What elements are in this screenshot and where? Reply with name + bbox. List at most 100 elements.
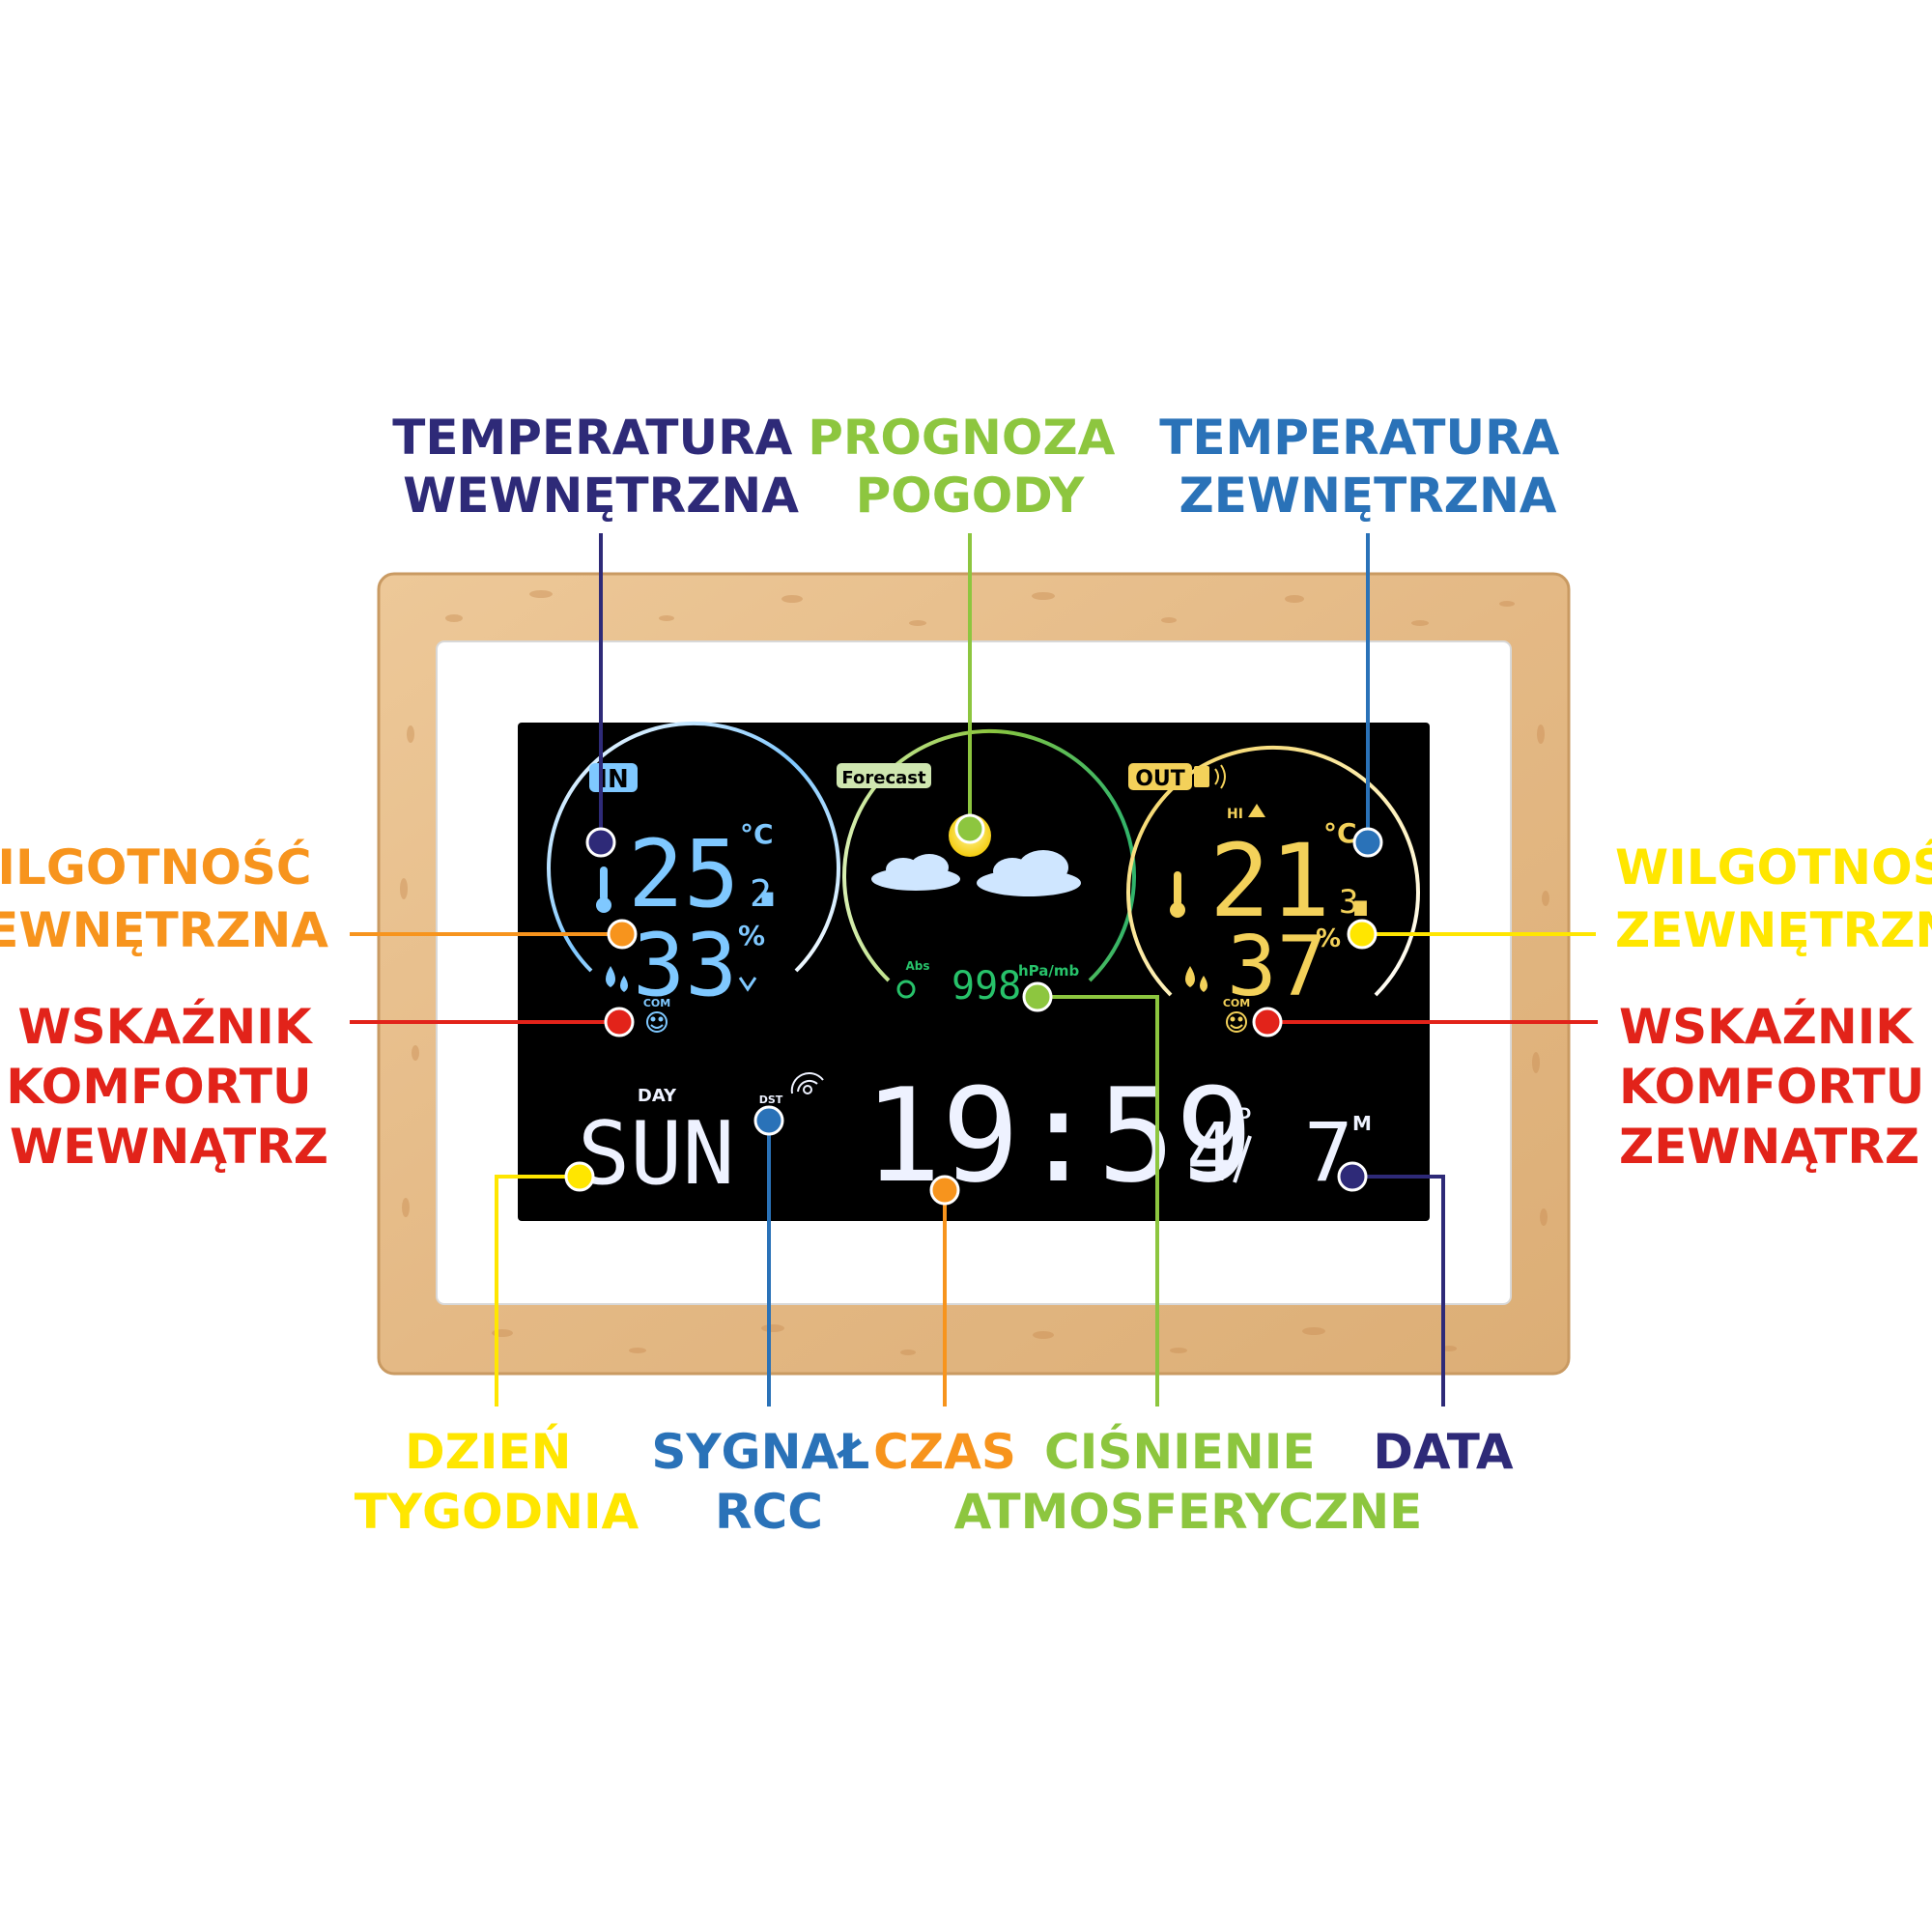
label-line: WEWNĄTRZ — [10, 1119, 328, 1175]
forecast-arc — [842, 728, 1136, 982]
abs-label: Abs — [905, 959, 929, 973]
label-line: WEWNĘTRZNA — [0, 902, 328, 958]
label-line: RCC — [715, 1484, 823, 1540]
in-com-label: COM — [643, 997, 670, 1009]
battery-signal-icon — [1194, 764, 1226, 789]
date-day-marker: D — [1238, 1104, 1251, 1122]
marker-indoor-comfort — [604, 1007, 635, 1037]
leader-date — [1352, 1175, 1445, 1406]
leader-lines — [350, 533, 1598, 1406]
out-thermometer-icon — [1170, 871, 1185, 918]
humidity-trend-down-icon — [738, 977, 757, 992]
thermometer-icon — [596, 867, 611, 913]
out-water-drops-icon — [1185, 966, 1208, 992]
date-month-marker: M — [1352, 1112, 1372, 1135]
marker-indoor-temp — [585, 827, 616, 858]
time-value: 19:59 — [864, 1061, 1253, 1211]
label-outdoor-temperature: TEMPERATURA ZEWNĘTRZNA — [1159, 410, 1576, 524]
label-forecast: PROGNOZA POGODY — [808, 410, 1131, 524]
label-line: WSKAŹNIK — [1619, 998, 1915, 1055]
label-line: WILGOTNOŚĆ — [1615, 838, 1932, 895]
radio-signal-icon — [790, 1072, 824, 1094]
out-badge-text: OUT — [1135, 767, 1185, 791]
bottom-row: DAY SUN DST 19:59 4 D 7 M — [578, 1061, 1372, 1211]
in-badge-text: IN — [598, 765, 628, 794]
marker-weekday — [564, 1161, 595, 1192]
label-line: WILGOTNOŚĆ — [0, 838, 312, 895]
label-line: TYGODNIA — [355, 1484, 639, 1540]
cloud-left-icon — [871, 854, 960, 891]
out-comfort-smiley-icon — [1226, 1011, 1247, 1033]
weekday-value: SUN — [578, 1103, 735, 1205]
marker-forecast — [954, 813, 985, 844]
in-humidity-unit: % — [738, 920, 765, 952]
label-line: CIŚNIENIE — [1044, 1423, 1316, 1480]
marker-outdoor-temp — [1352, 827, 1383, 858]
weather-station-device: IN 25. 2 °C 33 % COM — [377, 572, 1571, 1376]
forecast-badge — [837, 763, 931, 788]
forecast-panel: Forecast Abs 998 hPa/mb — [837, 728, 1136, 1009]
label-line: POGODY — [856, 468, 1086, 524]
label-time: CZAS — [873, 1424, 1016, 1480]
label-outdoor-comfort: WSKAŹNIK KOMFORTU ZEWNĄTRZ — [1619, 998, 1932, 1175]
markers — [564, 813, 1383, 1206]
date-separator — [1233, 1135, 1252, 1183]
pressure-unit: hPa/mb — [1018, 962, 1080, 980]
pressure-value: 998 — [952, 964, 1021, 1009]
in-humidity-value: 33 — [633, 915, 737, 1016]
out-temperature-unit: °C — [1323, 817, 1357, 849]
lcd-screen — [518, 723, 1430, 1221]
indoor-arc — [547, 721, 840, 973]
date-day-value: 4 — [1186, 1105, 1236, 1200]
out-temperature-decimal: 3 — [1339, 883, 1358, 922]
label-line: DATA — [1373, 1424, 1514, 1480]
label-indoor-humidity: WILGOTNOŚĆ WEWNĘTRZNA — [0, 838, 328, 958]
marker-indoor-humidity — [607, 919, 638, 950]
marker-pressure — [1022, 981, 1053, 1012]
label-pressure: CIŚNIENIE ATMOSFERYCZNE — [954, 1423, 1423, 1540]
marker-outdoor-humidity — [1347, 919, 1378, 950]
in-temperature-unit: °C — [740, 818, 774, 850]
in-temperature-value: 25. — [628, 820, 795, 928]
label-line: TEMPERATURA — [1159, 410, 1559, 466]
label-line: WEWNĘTRZNA — [403, 468, 799, 524]
in-temperature-decimal: 2 — [750, 872, 772, 915]
indoor-panel: IN 25. 2 °C 33 % COM — [547, 721, 840, 1033]
leader-pressure — [1037, 995, 1159, 1406]
label-line: DZIEŃ — [405, 1423, 571, 1480]
wood-grain — [400, 590, 1549, 1355]
label-line: ZEWNĘTRZNA — [1179, 468, 1557, 524]
in-comfort-smiley-icon — [646, 1011, 668, 1033]
label-line: WSKAŹNIK — [18, 998, 314, 1055]
day-label: DAY — [638, 1086, 677, 1106]
label-indoor-comfort: WSKAŹNIK KOMFORTU WEWNĄTRZ — [6, 998, 328, 1175]
out-humidity-value: 37 — [1227, 919, 1327, 1015]
label-date: DATA — [1373, 1424, 1514, 1480]
dst-label: DST — [759, 1094, 783, 1106]
pressure-mode-icon — [896, 980, 916, 999]
label-rcc-signal: SYGNAŁ RCC — [651, 1424, 886, 1540]
label-indoor-temperature: TEMPERATURA WEWNĘTRZNA — [392, 410, 809, 524]
cloud-right-icon — [977, 850, 1081, 896]
hi-alert-icon — [1248, 804, 1265, 817]
forecast-badge-text: Forecast — [841, 768, 926, 788]
label-line: ZEWNĘTRZNA — [1615, 902, 1932, 958]
label-line: CZAS — [873, 1424, 1016, 1480]
marker-time — [929, 1175, 960, 1206]
marker-date — [1337, 1161, 1368, 1192]
marker-rcc — [753, 1105, 784, 1136]
label-line: TEMPERATURA — [392, 410, 792, 466]
callout-labels: TEMPERATURA WEWNĘTRZNA PROGNOZA POGODY T… — [0, 410, 1932, 1540]
marker-outdoor-comfort — [1252, 1007, 1283, 1037]
out-badge — [1128, 763, 1192, 790]
label-line: KOMFORTU — [6, 1059, 311, 1115]
label-line: PROGNOZA — [808, 410, 1115, 466]
out-humidity-unit: % — [1316, 924, 1341, 953]
label-weekday: DZIEŃ TYGODNIA — [355, 1423, 639, 1540]
water-drops-icon — [606, 966, 628, 992]
hi-label: HI — [1227, 807, 1243, 822]
label-outdoor-humidity: WILGOTNOŚĆ ZEWNĘTRZNA — [1615, 838, 1932, 958]
label-line: ATMOSFERYCZNE — [954, 1484, 1423, 1540]
out-com-label: COM — [1223, 997, 1250, 1009]
